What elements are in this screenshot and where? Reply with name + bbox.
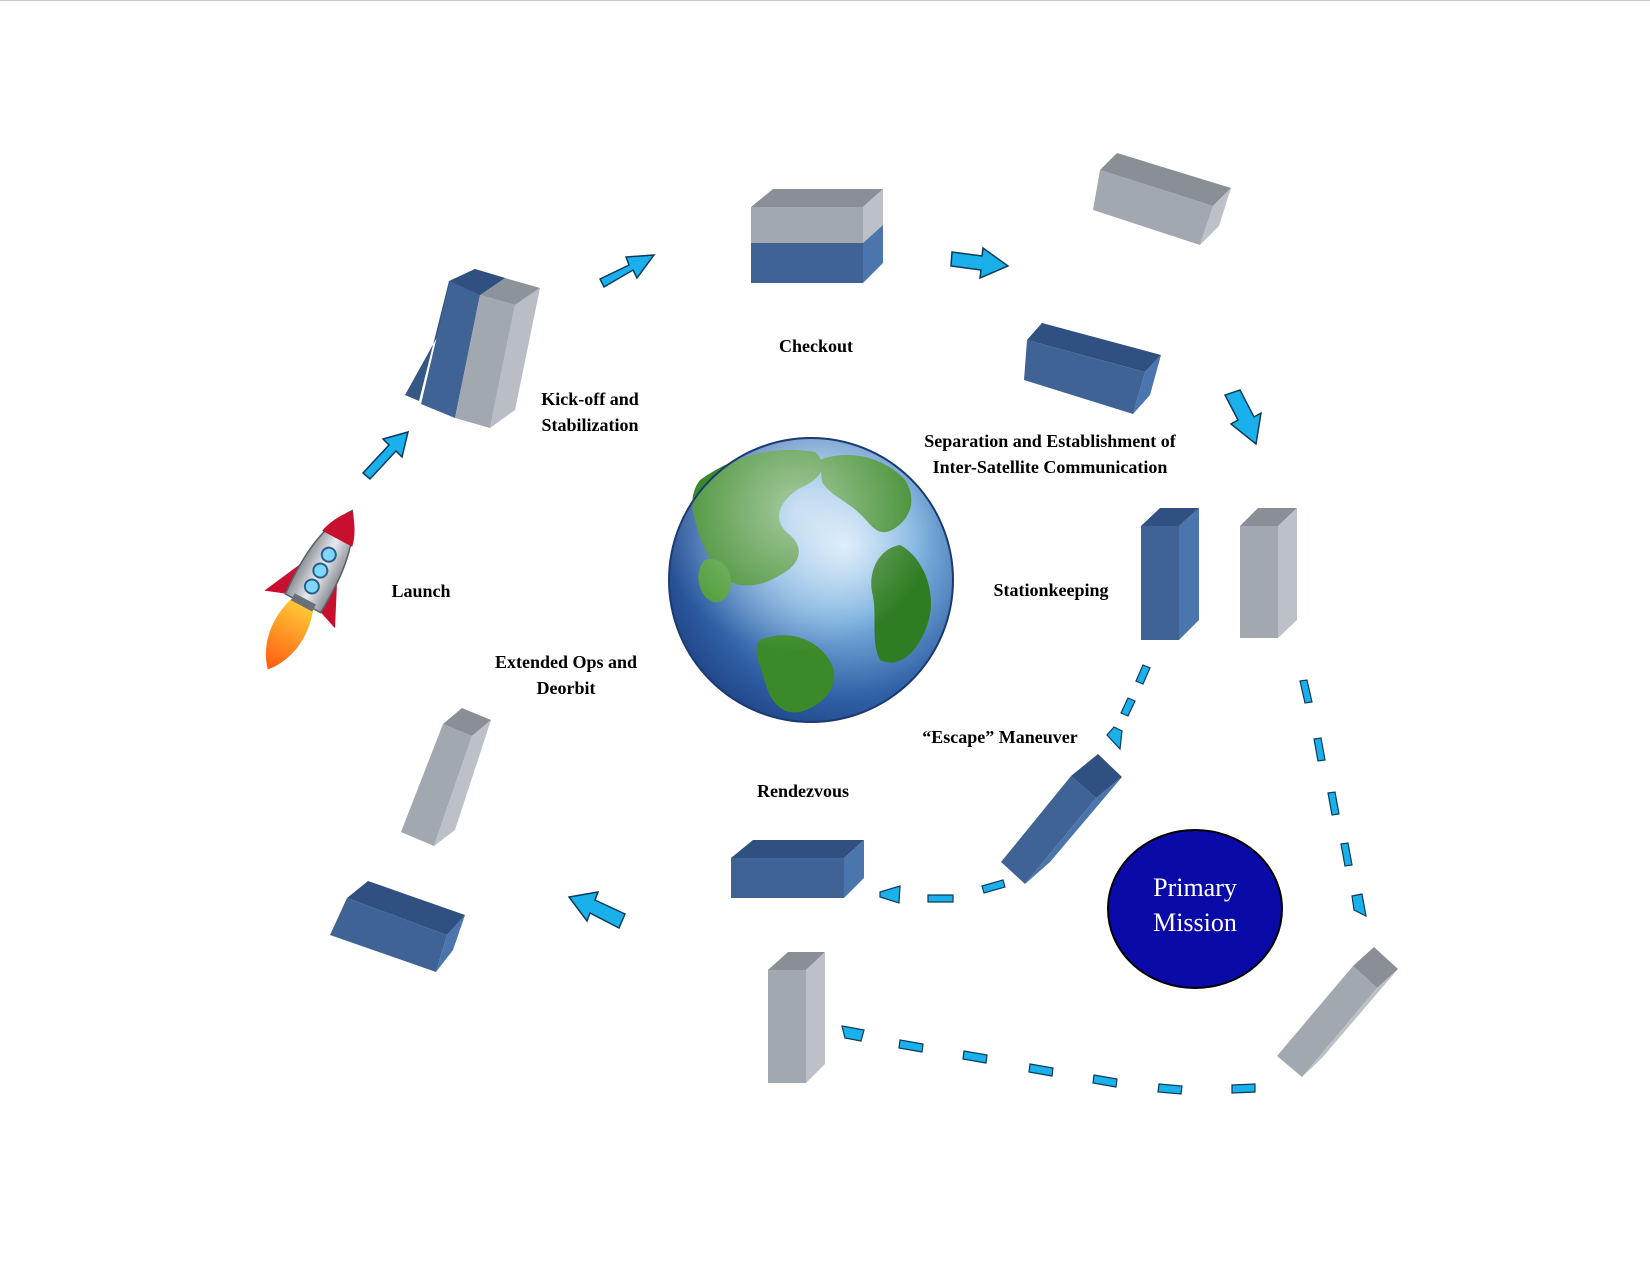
label-checkout: Checkout bbox=[779, 336, 853, 356]
label-stationkeeping: Stationkeeping bbox=[993, 580, 1108, 600]
arrow-separation-to-stationkeeping bbox=[1223, 389, 1262, 446]
arrow-rendezvous-to-deorbit bbox=[567, 891, 626, 930]
rocket-icon bbox=[264, 509, 355, 670]
arrow-kickoff-to-checkout bbox=[598, 254, 656, 289]
label-kickoff-line2: Stabilization bbox=[541, 415, 638, 435]
arrow-checkout-to-separation bbox=[950, 246, 1010, 280]
dashed-path-stationkeeping-to-primary bbox=[1299, 679, 1367, 918]
satellite-primary-gray-upright bbox=[768, 952, 825, 1083]
satellite-extended-gray bbox=[401, 708, 491, 846]
satellite-primary-gray-tilted bbox=[1277, 947, 1398, 1077]
earth-globe-icon bbox=[668, 437, 954, 723]
label-launch: Launch bbox=[391, 581, 450, 601]
arrow-launch-to-kickoff bbox=[361, 430, 410, 481]
satellite-deorbit-blue bbox=[330, 881, 465, 972]
satellite-escape-blue bbox=[1001, 754, 1122, 884]
top-border bbox=[0, 0, 1650, 1]
label-extended-line1: Extended Ops and bbox=[495, 652, 637, 672]
satellite-separation-gray bbox=[1093, 153, 1231, 245]
dashed-path-escape-to-rendezvous bbox=[879, 879, 1006, 904]
satellite-stationkeeping-blue bbox=[1141, 508, 1199, 640]
satellite-kickoff-pair bbox=[405, 269, 540, 428]
satellite-stationkeeping-gray bbox=[1240, 508, 1297, 638]
label-extended-line2: Deorbit bbox=[537, 678, 596, 698]
dashed-path-stationkeeping-to-escape bbox=[1106, 664, 1151, 751]
label-kickoff-line1: Kick-off and bbox=[541, 389, 639, 409]
label-escape-maneuver: “Escape” Maneuver bbox=[922, 727, 1077, 747]
dashed-path-primary-to-upright bbox=[841, 1025, 1256, 1095]
satellite-rendezvous-blue bbox=[731, 840, 864, 898]
satellite-checkout-stack bbox=[751, 189, 883, 283]
primary-mission-line2: Mission bbox=[1153, 908, 1237, 937]
label-rendezvous: Rendezvous bbox=[757, 781, 849, 801]
label-separation-line2: Inter-Satellite Communication bbox=[933, 457, 1168, 477]
satellite-separation-blue bbox=[1024, 323, 1161, 414]
primary-mission-badge: Primary Mission bbox=[1107, 829, 1283, 989]
label-separation-line1: Separation and Establishment of bbox=[924, 431, 1177, 451]
primary-mission-line1: Primary bbox=[1153, 873, 1237, 902]
